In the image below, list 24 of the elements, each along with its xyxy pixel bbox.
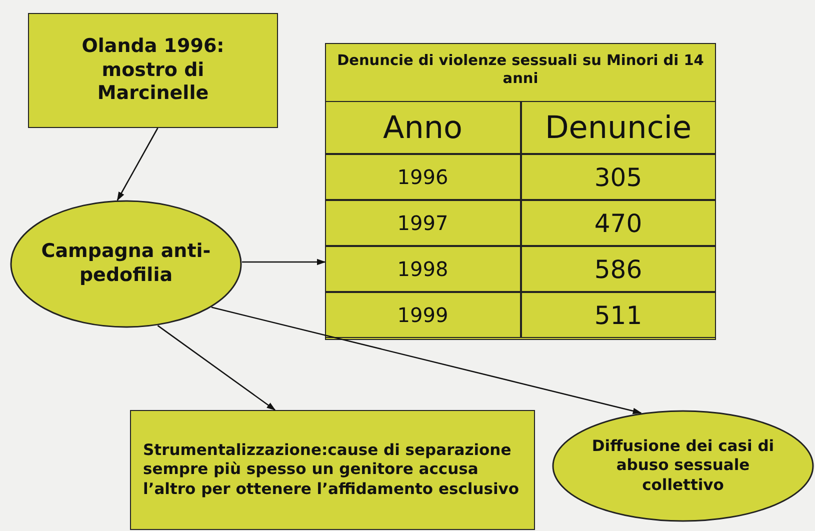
table-cell: 1996 <box>324 154 521 200</box>
arrow <box>157 325 276 411</box>
table-cell: Denuncie <box>521 101 716 154</box>
node-text: Diffusione dei casi di abuso sessuale collettivo <box>590 436 776 496</box>
table-cell: 1999 <box>324 292 521 338</box>
table-cell: 470 <box>521 200 716 246</box>
arrow <box>242 258 326 266</box>
table-cell: 511 <box>521 292 716 338</box>
node-text: Olanda 1996: mostro di Marcinelle <box>80 34 226 106</box>
process-box <box>130 410 535 530</box>
table-cell: 1997 <box>324 200 521 246</box>
node-text: Strumentalizzazione:cause di separazione sempre più spesso un genitore accusa l’altro per ottenere l’affidamento esclusivo <box>142 440 520 500</box>
ellipse-node <box>10 200 242 328</box>
table-cell: 1998 <box>324 246 521 292</box>
node-text: Campagna anti-pedofilia <box>40 240 212 288</box>
table-cell: Anno <box>324 101 521 154</box>
process-box <box>28 13 278 128</box>
ellipse-node <box>552 410 814 522</box>
table-title: Denuncie di violenze sessuali su Minori di 14 anni <box>336 52 705 88</box>
table-cell: 586 <box>521 246 716 292</box>
data-table <box>325 43 716 340</box>
arrow <box>211 306 642 414</box>
table-cell: 305 <box>521 154 716 200</box>
arrow <box>116 128 158 201</box>
